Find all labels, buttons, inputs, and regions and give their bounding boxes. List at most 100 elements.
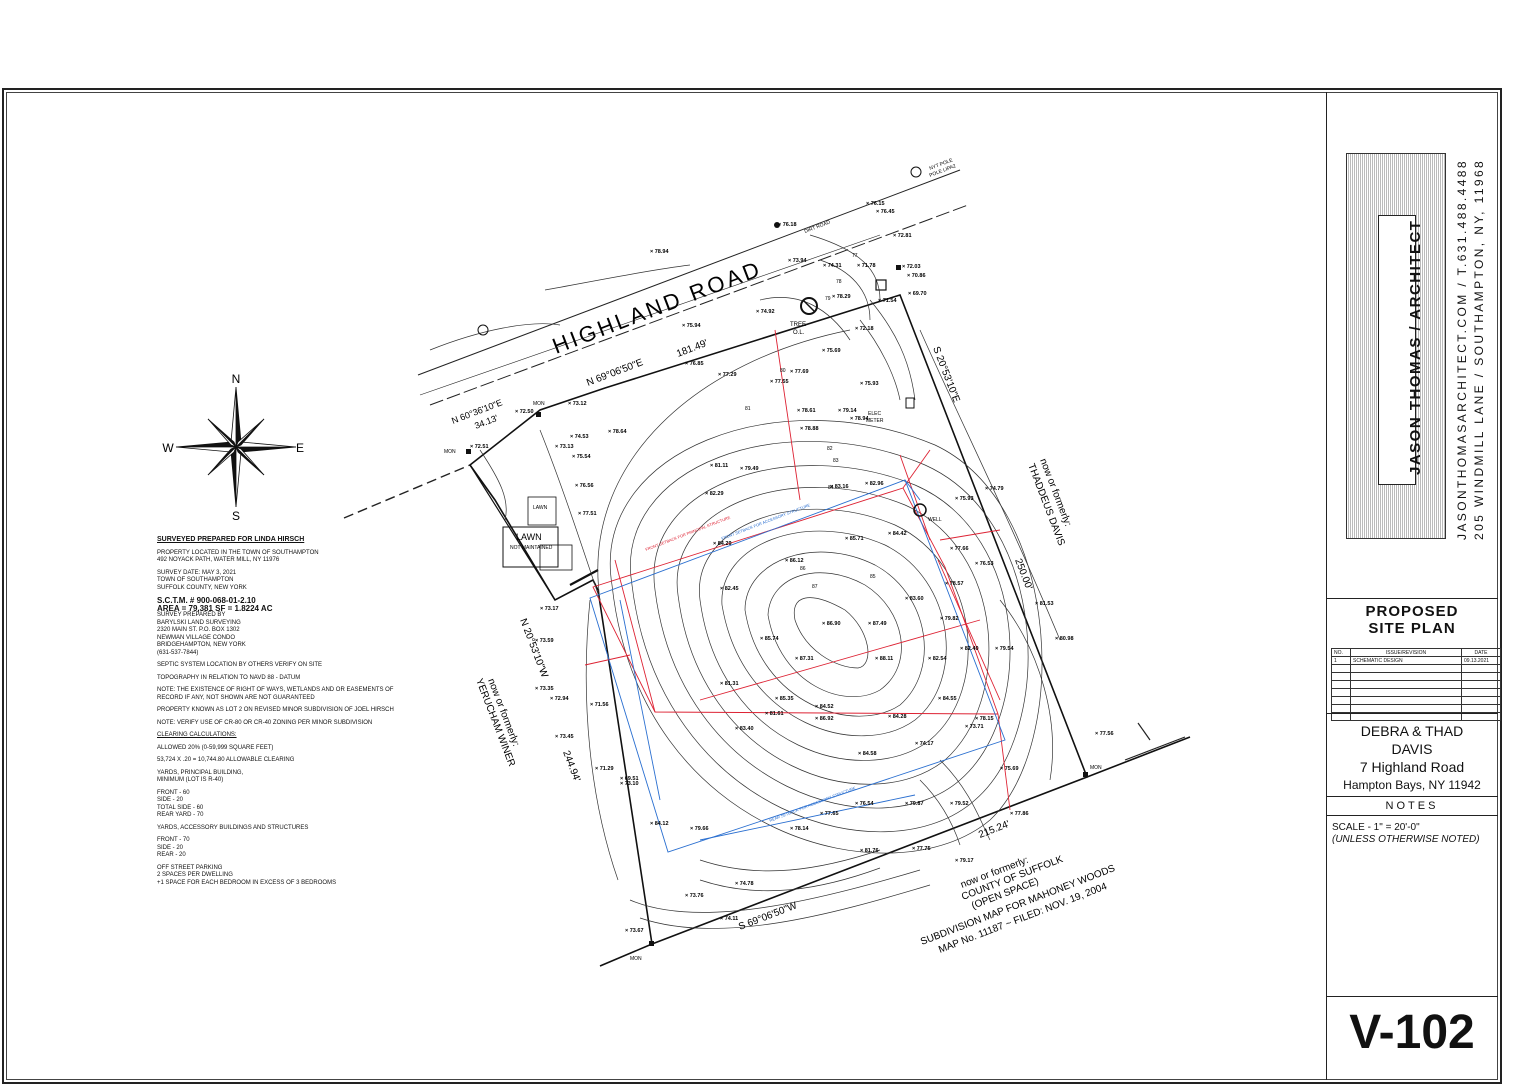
compass-rose-icon xyxy=(175,386,297,508)
spot-elevation: × 71.54 xyxy=(878,298,897,304)
lawn-area xyxy=(502,526,559,568)
spot-elevation: × 82.54 xyxy=(928,656,947,662)
meter-label: METER xyxy=(866,418,884,424)
spot-elevation: × 81.53 xyxy=(1035,601,1054,607)
spot-elevation: × 77.29 xyxy=(718,372,737,378)
spot-elevation: × 76.54 xyxy=(855,801,874,807)
spot-elevation: × 70.86 xyxy=(907,273,926,279)
spot-elevation: × 79.17 xyxy=(955,858,974,864)
spot-elevation: × 73.94 xyxy=(788,258,807,264)
spot-elevation: × 76.15 xyxy=(866,201,885,207)
parking-rule: 2 SPACES PER DWELLING xyxy=(157,872,233,878)
spot-elevation: × 79.54 xyxy=(995,646,1014,652)
spot-elevation: × 72.18 xyxy=(855,326,874,332)
note-septic: SEPTIC SYSTEM LOCATION BY OTHERS VERIFY … xyxy=(157,662,323,668)
note-surveyor: BRIDGEHAMPTON, NEW YORK xyxy=(157,642,246,648)
note-zoning: NOTE: VERIFY USE OF CR-80 OR CR-40 ZONIN… xyxy=(157,719,373,726)
spot-elevation: × 86.90 xyxy=(822,621,841,627)
compass-n: N xyxy=(232,372,241,386)
spot-elevation: × 85.71 xyxy=(845,536,864,542)
scale-note: SCALE - 1" = 20'-0" (UNLESS OTHERWISE NO… xyxy=(1332,822,1480,846)
property-boundary xyxy=(468,294,1089,946)
revision-table: NO. ISSUE/REVISION DATE 1 SCHEMATIC DESI… xyxy=(1331,648,1501,721)
accessory-rear: REAR - 20 xyxy=(157,852,186,858)
spot-elevation: × 73.10 xyxy=(620,781,639,787)
spot-elevation: × 82.96 xyxy=(865,481,884,487)
spot-elevation: × 84.58 xyxy=(858,751,877,757)
note-location: 492 NOYACK PATH, WATER MILL, NY 11976 xyxy=(157,557,280,563)
contour-label: 84 xyxy=(828,485,834,491)
spot-elevation: × 74.79 xyxy=(985,486,1004,492)
client-name-line1: DEBRA & THAD xyxy=(1360,723,1464,739)
spot-elevation: × 73.76 xyxy=(685,893,704,899)
accessory-side: SIDE - 20 xyxy=(157,844,184,851)
spot-elevation: × 84.12 xyxy=(650,821,669,827)
principal-setback-lines xyxy=(584,329,1011,811)
spot-elevation: × 84.52 xyxy=(815,704,834,710)
monument-icon xyxy=(1083,772,1088,777)
contour-label: 86 xyxy=(800,566,806,572)
title-block xyxy=(1326,92,1498,1080)
sheet-title-line2: SITE PLAN xyxy=(1368,620,1456,637)
spot-elevation: × 79.49 xyxy=(740,466,759,472)
parking-heading: OFF STREET PARKING xyxy=(157,864,223,871)
spot-elevation: × 78.57 xyxy=(945,581,964,587)
note-surveyor: BARYLSKI LAND SURVEYING xyxy=(157,619,241,626)
dirt-road-label: DIRT ROAD xyxy=(804,219,832,235)
spot-elevation: × 87.31 xyxy=(795,656,814,662)
parking-rule: +1 SPACE FOR EACH BEDROOM IN EXCESS OF 3… xyxy=(157,879,337,886)
contour-label: 82 xyxy=(827,446,833,452)
spot-elevation: × 74.31 xyxy=(823,263,842,269)
sheet-title-line1: PROPOSED xyxy=(1365,603,1459,620)
utility-pole-icon xyxy=(910,166,922,178)
client-address-line1: 7 Highland Road xyxy=(1359,759,1465,775)
spot-elevation: × 82.45 xyxy=(720,586,739,592)
note-row: RECORD IF ANY, NOT SHOWN ARE NOT GUARANT… xyxy=(157,694,315,701)
title-block-divider xyxy=(1326,713,1498,714)
well-icon xyxy=(875,279,887,291)
rear-bearing: S 69°06'50"W xyxy=(737,900,799,933)
spot-elevation: × 84.28 xyxy=(888,714,907,720)
spot-elevation: × 77.66 xyxy=(950,546,969,552)
clearing-allowed: ALLOWED 20% (0-59,999 SQUARE FEET) xyxy=(157,744,274,751)
contour-label: 81 xyxy=(745,406,751,412)
spot-elevation: × 81.31 xyxy=(720,681,739,687)
contour-label: 78 xyxy=(836,279,842,285)
spot-elevation: × 83.60 xyxy=(905,596,924,602)
monument-label: MON xyxy=(533,401,545,407)
spot-elevation: × 78.15 xyxy=(975,716,994,722)
east-bearing: S 20°53'10"E xyxy=(930,345,962,404)
scale-line: SCALE - 1" = 20'-0" xyxy=(1332,822,1420,833)
spot-elevation: × 73.71 xyxy=(965,724,984,730)
notes-heading: NOTES xyxy=(1385,800,1439,812)
spot-elevation: × 83.16 xyxy=(830,484,849,490)
survey-notes: SURVEYED PREPARED FOR LINDA HIRSCH PROPE… xyxy=(157,536,407,887)
client-address-line2: Hampton Bays, NY 11942 xyxy=(1343,778,1481,792)
spot-elevation: × 76.45 xyxy=(876,209,895,215)
spot-elevation: × 81.76 xyxy=(860,848,879,854)
monument-label: MON xyxy=(630,956,642,962)
scale-qualifier: (UNLESS OTHERWISE NOTED) xyxy=(1332,834,1480,845)
spot-elevation: × 73.59 xyxy=(535,638,554,644)
spot-elevation: × 82.40 xyxy=(960,646,979,652)
tree-sublabel: O.L. xyxy=(793,330,805,336)
title-block-divider xyxy=(1326,598,1498,599)
utility-pole-icon xyxy=(774,222,780,228)
spot-elevation: × 84.42 xyxy=(888,531,907,537)
rear-setback-label: REAR SETBACK FOR ACCESSORY STRUCTURE xyxy=(769,785,857,823)
note-surveyor: (631-537-7844) xyxy=(157,649,199,656)
accessory-setback-lines xyxy=(589,479,1006,853)
spot-elevation: × 77.56 xyxy=(1095,731,1114,737)
title-block-divider xyxy=(1326,815,1498,816)
spot-elevation: × 78.94 xyxy=(650,249,669,255)
spot-elevation: × 86.92 xyxy=(815,716,834,722)
spot-elevation: × 80.98 xyxy=(1055,636,1074,642)
contour-label: 83 xyxy=(833,458,839,464)
spot-elevation: × 77.65 xyxy=(820,811,839,817)
spot-elevation: × 72.03 xyxy=(902,264,921,270)
monument-icon xyxy=(896,265,901,270)
spot-elevation: × 72.51 xyxy=(470,444,489,450)
spot-elevation: × 69.70 xyxy=(908,291,927,297)
spot-elevation: × 83.40 xyxy=(735,726,754,732)
